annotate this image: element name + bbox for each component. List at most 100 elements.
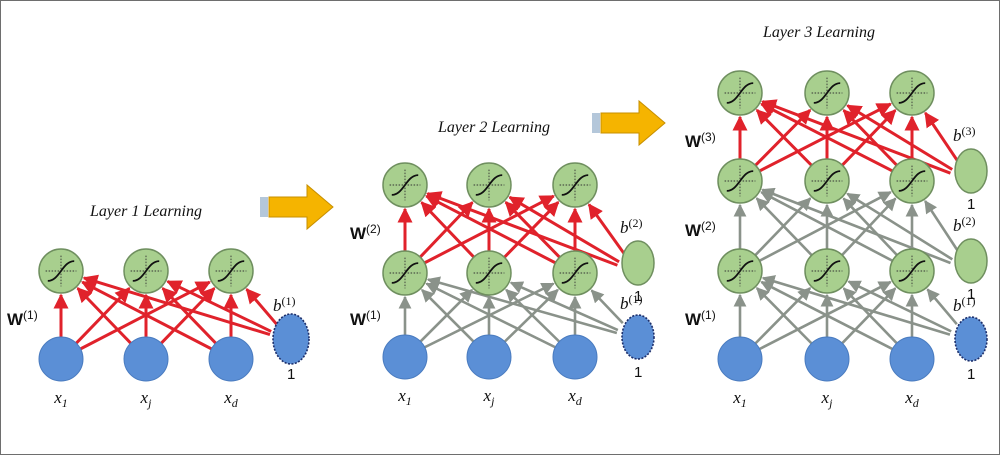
network-nodes [38,70,988,382]
panel-2-bias-constant-2: 1 [634,288,642,305]
panel-2-input-node [552,334,598,380]
panel-3-bias-edge-0-2 [926,288,958,326]
sigmoid-neuron-icon [47,260,75,282]
panel-3-input-node [717,336,763,382]
transition-arrows [260,99,666,231]
sigmoid-neuron-icon [217,260,245,282]
panel-3-neuron-1 [804,248,850,294]
panel-3-bias-label-1: b(1) [953,294,976,315]
panel-2-neuron-1 [552,250,598,296]
panel-3-bias-edge-0-1 [847,280,952,333]
panel-2-bias-edge-0-0 [426,276,618,335]
panel-2-neuron-2 [552,162,598,208]
panel-1-bias-constant-1: 1 [287,366,295,383]
panel-2-bias-node-1 [621,314,655,360]
panel-2-input-node [466,334,512,380]
panel-1-input-node [208,336,254,382]
panel-2-bias-label-2: b(2) [620,216,643,237]
panel-1-edge-0-2-0 [80,280,213,351]
panel-2-weight-label-2: W(2) [350,222,381,243]
sigmoid-neuron-icon [561,262,589,284]
panel-3-edge-2-2-1 [842,109,898,167]
panel-1-input-label-1: x1 [53,388,68,410]
panel-3-neuron-3 [717,70,763,116]
sigmoid-neuron-icon [132,260,160,282]
panel-1-title: Layer 1 Learning [89,203,202,220]
panel-3-weight-label-3: W(3) [685,130,716,151]
connection-edges [53,99,961,351]
panel-3-edge-0-2-0 [760,280,894,351]
panel-1-neuron-1 [123,248,169,294]
panel-1-input-label-3: xd [223,388,239,410]
panel-3-bias-node-2 [954,238,988,284]
panel-1-bias-edge-0-2 [245,288,278,326]
sigmoid-neuron-icon [726,170,754,192]
sigmoid-neuron-icon [726,260,754,282]
right-arrow-icon [260,183,334,231]
panel-3-neuron-2 [889,158,935,204]
panel-2-bias-edge-0-1 [509,281,619,332]
sigmoid-neuron-icon [391,174,419,196]
sigmoid-neuron-icon [898,82,926,104]
sigmoid-neuron-icon [813,170,841,192]
panel-2-edge-0-1-0 [421,289,475,343]
panel-2-title: Layer 2 Learning [437,119,550,136]
panel-1-edge-0-1-0 [76,287,132,345]
panel-1-bias-edge-0-1 [166,280,272,333]
panel-2-edge-0-2-0 [425,282,556,349]
panel-3-input-label-1: x1 [732,388,747,410]
panel-3-edge-1-1-0 [755,197,813,257]
panel-3-input-node [889,336,935,382]
panel-2-neuron-1 [382,250,428,296]
sigmoid-neuron-icon [391,262,419,284]
panel-2-input-label-3: xd [567,386,583,408]
panel-3-input-label-3: xd [904,388,920,410]
panel-3-edge-2-2-0 [760,102,894,173]
panel-2-input-node [382,334,428,380]
panel-3-bias-edge-2-1 [846,104,954,171]
panel-1-bias-label-1: b(1) [273,294,296,315]
panel-2-input-label-1: x1 [397,386,412,408]
sigmoid-neuron-icon [813,82,841,104]
panel-1-edge-0-2-1 [161,287,217,345]
panel-3-input-label-2: xj [821,388,834,410]
panel-1-input-node [38,336,84,382]
panel-2-bias-edge-0-2 [590,289,624,324]
panel-2-bias-node-2 [621,240,655,286]
right-arrow-icon [592,99,666,147]
panel-3-neuron-2 [717,158,763,204]
panel-3-bias-label-3: b(3) [953,124,976,145]
sigmoid-neuron-icon [475,262,503,284]
panel-3-edge-1-2-1 [842,197,898,256]
panel-3-edge-0-2-1 [842,287,898,345]
panel-2-weight-label-1: W(1) [350,308,381,329]
panel-3-title: Layer 3 Learning [762,24,875,41]
panel-2-input-label-2: xj [483,386,496,408]
panel-3-neuron-1 [889,248,935,294]
panel-1-input-label-2: xj [140,388,153,410]
panel-2-edge-0-2-1 [505,288,561,343]
sigmoid-neuron-icon [475,174,503,196]
panel-3-bias-node-1 [954,316,988,362]
panel-3-neuron-1 [717,248,763,294]
panel-3-bias-edge-2-2 [924,111,960,164]
sigmoid-neuron-icon [726,82,754,104]
panel-2-neuron-2 [382,162,428,208]
panel-2-bias-edge-1-1 [508,195,620,264]
panel-3-bias-constant-1: 1 [967,366,975,383]
panel-1-weight-label-1: W(1) [7,308,38,329]
panel-2-edge-1-1-0 [420,201,475,259]
panel-2-bias-constant-1: 1 [634,364,642,381]
panel-3-neuron-3 [804,70,850,116]
sigmoid-neuron-icon [898,170,926,192]
panel-1-bias-edge-0-0 [82,274,271,337]
panel-2-edge-1-2-1 [504,201,561,259]
panel-3-neuron-3 [889,70,935,116]
panel-3-bias-label-2: b(2) [953,214,976,235]
panel-2-bias-label-1: b(1) [620,292,643,313]
sigmoid-neuron-icon [561,174,589,196]
panel-2-neuron-2 [466,162,512,208]
panel-3-edge-2-1-0 [755,109,813,167]
